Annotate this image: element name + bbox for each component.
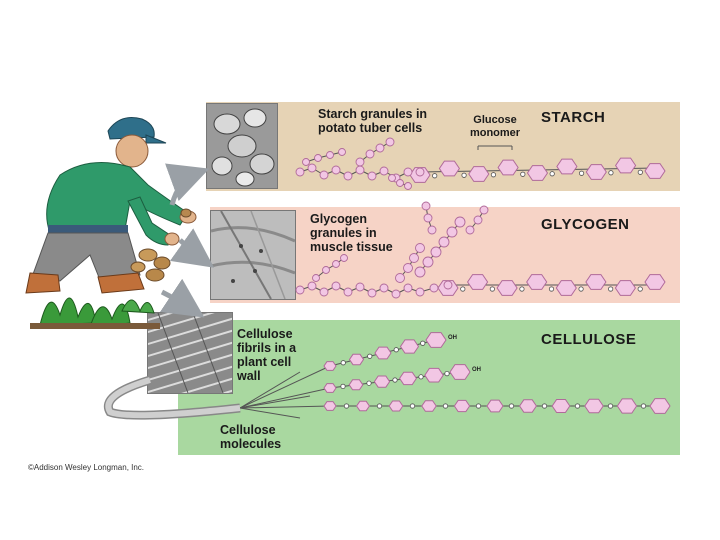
copyright-credit: ©Addison Wesley Longman, Inc.: [28, 463, 144, 472]
